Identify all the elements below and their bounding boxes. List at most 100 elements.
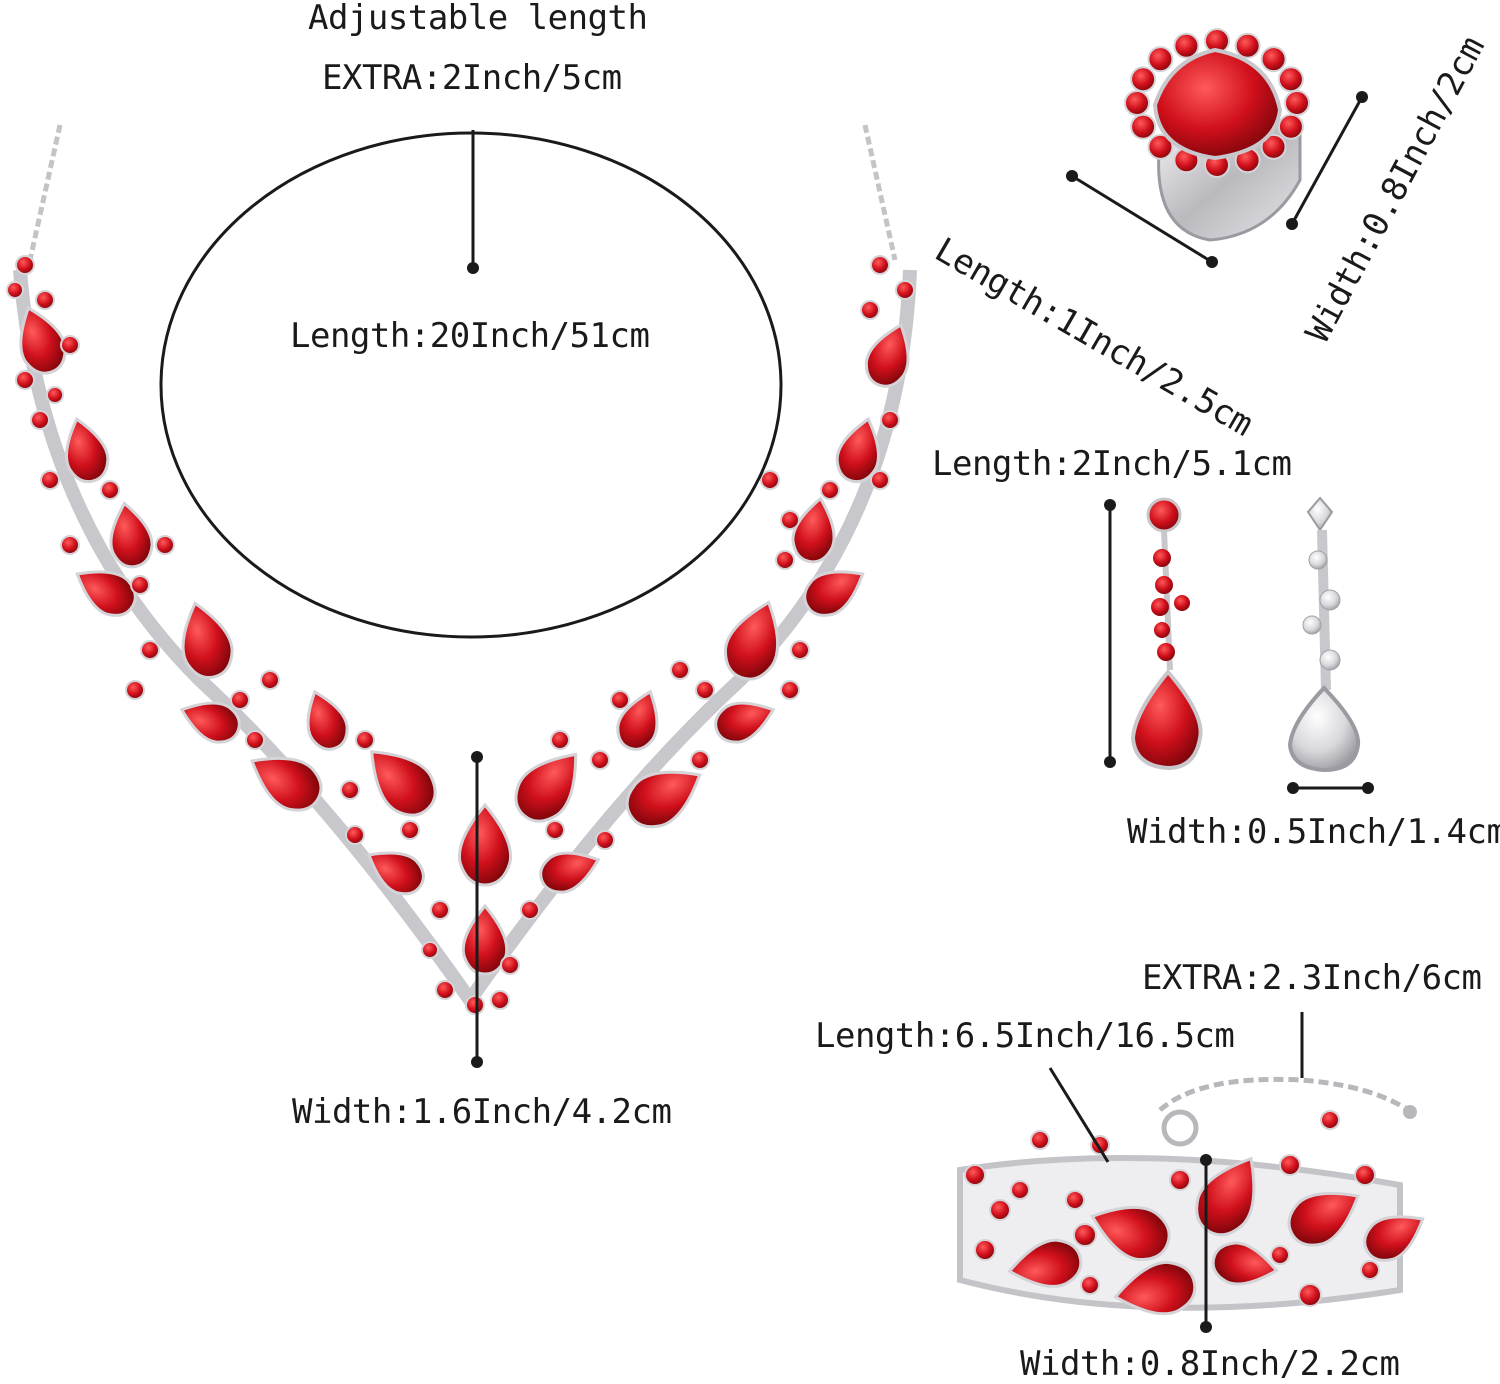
teardrop-gem [1287, 1191, 1360, 1247]
round-gem [880, 410, 900, 430]
round-gem [790, 640, 810, 660]
round-gem [1298, 1283, 1322, 1307]
bracelet-gems [964, 1110, 1425, 1316]
round-gem [490, 990, 510, 1010]
earring-width-dot-left [1287, 782, 1299, 794]
round-gem [1010, 1180, 1030, 1200]
round-gem [15, 255, 35, 275]
bracelet-width-label: Width:0.8Inch/2.2cm [1020, 1344, 1400, 1384]
teardrop-gem [514, 752, 578, 823]
round-gem [125, 680, 145, 700]
necklace-adjustable-label: Adjustable length [308, 0, 648, 38]
teardrop-gem [461, 903, 509, 976]
earring-width-label: Width:0.5Inch/1.4cm [1127, 812, 1500, 852]
necklace-width-dot-bottom [471, 1056, 483, 1068]
teardrop-gem [616, 689, 659, 751]
round-gem [1130, 66, 1157, 93]
round-gem [1080, 1275, 1100, 1295]
round-gem [6, 281, 24, 299]
round-gem [100, 480, 120, 500]
round-gem [500, 955, 520, 975]
round-gem [895, 280, 915, 300]
teardrop-gem [181, 601, 234, 679]
ring-length-dot-b [1206, 256, 1218, 268]
round-gem [15, 370, 35, 390]
teardrop-gem [1007, 1238, 1083, 1288]
necklace-length-label: Length:20Inch/51cm [290, 316, 650, 356]
round-gem [1130, 113, 1157, 140]
round-gem [695, 680, 715, 700]
teardrop-gem [1113, 1260, 1197, 1316]
teardrop-gem [724, 600, 780, 681]
round-gem [1360, 1260, 1380, 1280]
teardrop-gem [1090, 1205, 1171, 1261]
earring-back [1287, 496, 1361, 773]
teardrop-gem [19, 305, 67, 375]
teardrop-gem [803, 570, 865, 617]
earring-length-label: Length:2Inch/5.1cm [932, 444, 1292, 484]
round-gem [775, 550, 795, 570]
round-gem [1169, 1169, 1191, 1191]
round-gem [870, 470, 890, 490]
bracelet-length-pointer [1048, 1067, 1110, 1163]
round-gem [1124, 90, 1150, 116]
teardrop-gem [714, 701, 776, 744]
round-gem [860, 300, 880, 320]
round-gem [690, 750, 710, 770]
round-gem [465, 995, 485, 1015]
round-gem [780, 510, 800, 530]
round-gem [1260, 46, 1287, 73]
earring-front [1130, 497, 1203, 771]
teardrop-gem [1363, 1215, 1425, 1262]
teardrop-gem [791, 496, 836, 564]
teardrop-gem [457, 802, 513, 887]
bracelet-width-dot-bottom [1200, 1321, 1212, 1333]
round-gem [400, 820, 420, 840]
round-gem [1277, 66, 1304, 93]
round-gem [1277, 113, 1304, 140]
round-gem [1147, 133, 1174, 160]
teardrop-gem [65, 416, 110, 484]
necklace-width-label: Width:1.6Inch/4.2cm [292, 1092, 672, 1132]
necklace-chain [27, 124, 898, 261]
teardrop-gem [250, 756, 323, 812]
ring-width-line [1290, 96, 1364, 225]
round-gem [964, 1164, 986, 1186]
round-gem [340, 780, 360, 800]
teardrop-gem [1211, 1241, 1279, 1286]
round-gem [1354, 1164, 1376, 1186]
teardrop-gem [370, 750, 437, 817]
round-gem [430, 900, 450, 920]
ring-width-dot-a [1286, 218, 1298, 230]
earring-length-dot-top [1104, 499, 1116, 511]
round-gem [974, 1239, 996, 1261]
round-gem [130, 575, 150, 595]
round-gem [1147, 46, 1174, 73]
necklace-extra-label: EXTRA:2Inch/5cm [322, 58, 622, 98]
necklace-length-ellipse [159, 131, 783, 639]
earring-length-dot-bottom [1104, 756, 1116, 768]
ring-length-dot-a [1066, 170, 1078, 182]
round-gem [1270, 1245, 1290, 1265]
round-gem [1234, 32, 1261, 59]
earring-width-dot-right [1362, 782, 1374, 794]
round-gem [345, 825, 365, 845]
round-gem [421, 941, 439, 959]
round-gem [550, 730, 570, 750]
round-gem [260, 670, 280, 690]
round-gem [989, 1199, 1011, 1221]
round-gem [595, 830, 615, 850]
teardrop-gem [75, 570, 137, 617]
round-gem [1284, 90, 1310, 116]
round-gem [60, 335, 80, 355]
round-gem [1073, 1223, 1097, 1247]
round-gem [1065, 1190, 1085, 1210]
round-gem [870, 255, 890, 275]
round-gem [670, 660, 690, 680]
round-gem [590, 750, 610, 770]
round-gem [30, 410, 50, 430]
necklace-width-dot-top [471, 751, 483, 763]
round-gem [1030, 1130, 1050, 1150]
